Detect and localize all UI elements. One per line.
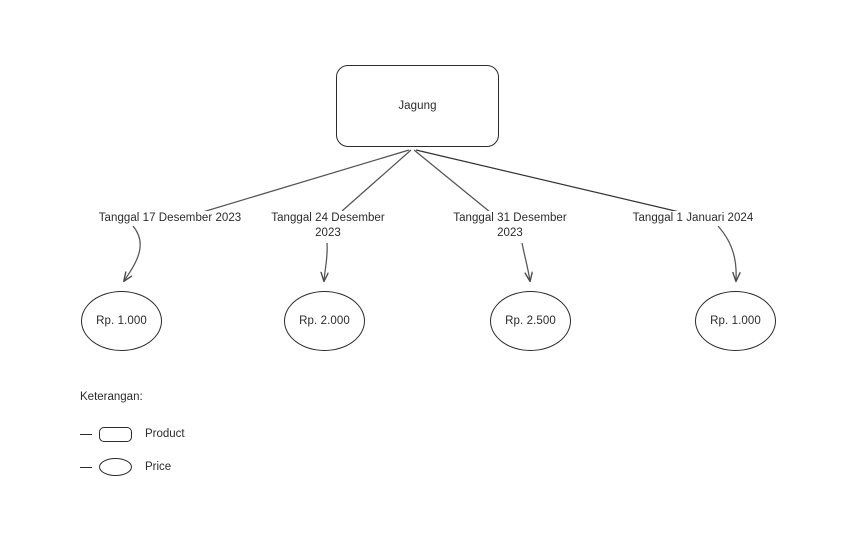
- ellipse-icon: [99, 458, 132, 476]
- edge-lower-4: [717, 225, 736, 281]
- edge-lower-2: [324, 242, 327, 281]
- legend-label-product: Product: [145, 428, 185, 440]
- node-price-4[interactable]: Rp. 1.000: [695, 291, 776, 351]
- edge-label-1: Tanggal 17 Desember 2023: [90, 211, 250, 226]
- legend-title: Keterangan:: [80, 391, 143, 403]
- node-price-label-4: Rp. 1.000: [710, 315, 761, 327]
- edge-upper-2: [341, 149, 412, 212]
- edge-label-4: Tanggal 1 Januari 2024: [628, 211, 758, 226]
- edge-upper-4: [415, 149, 689, 215]
- edge-upper-1: [185, 149, 410, 218]
- node-price-label-2: Rp. 2.000: [299, 315, 350, 327]
- edge-lower-3: [521, 242, 530, 281]
- edge-segments-upper: [185, 149, 689, 218]
- node-price-label-3: Rp. 2.500: [505, 315, 556, 327]
- node-price-2[interactable]: Rp. 2.000: [284, 291, 365, 351]
- node-price-3[interactable]: Rp. 2.500: [490, 291, 571, 351]
- node-price-1[interactable]: Rp. 1.000: [81, 291, 162, 351]
- legend-dash-icon: [80, 466, 92, 468]
- node-price-label-1: Rp. 1.000: [96, 315, 147, 327]
- legend-item-product: Product: [80, 421, 340, 447]
- legend: Keterangan: Product Price: [80, 391, 340, 487]
- node-product-label: Jagung: [398, 100, 437, 112]
- legend-label-price: Price: [145, 461, 172, 473]
- edge-label-2: Tanggal 24 Desember 2023: [268, 211, 388, 241]
- edge-segments-lower: [124, 225, 736, 281]
- edge-label-3: Tanggal 31 Desember 2023: [450, 211, 570, 241]
- edge-lower-1: [124, 225, 141, 281]
- node-product-jagung[interactable]: Jagung: [336, 65, 499, 147]
- legend-dash-icon: [80, 433, 92, 435]
- rounded-rectangle-icon: [99, 426, 132, 442]
- edge-upper-3: [413, 149, 491, 213]
- legend-item-price: Price: [80, 454, 340, 480]
